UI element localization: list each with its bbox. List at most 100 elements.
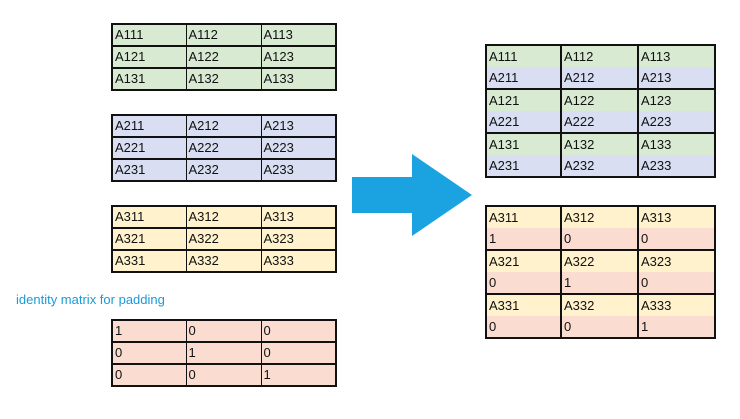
matrix-cell: A233	[260, 158, 337, 182]
combined-cell: A313	[637, 205, 716, 228]
matrix-cell: A313	[260, 205, 337, 229]
matrix-cell: 1	[260, 363, 337, 387]
matrix-cell: A113	[260, 23, 337, 47]
right-arrow-icon	[352, 154, 472, 236]
combined-cell: A112	[560, 44, 639, 67]
matrix-cell: A232	[185, 158, 262, 182]
combined-cell: A312	[560, 205, 639, 228]
combined-cell: A322	[560, 249, 639, 272]
combined-cell: A333	[637, 293, 716, 316]
identity-caption: identity matrix for padding	[16, 292, 165, 307]
combined-cell: 0	[637, 272, 716, 295]
combined-cell: A211	[485, 67, 562, 90]
combined-cell: A123	[637, 88, 716, 111]
matrix-cell: A321	[111, 227, 187, 251]
combined-cell: A111	[485, 44, 562, 67]
matrix-cell: A121	[111, 45, 187, 69]
matrix-cell: A322	[185, 227, 262, 251]
matrix-cell: A323	[260, 227, 337, 251]
combined-cell: A332	[560, 293, 639, 316]
combined-cell: A331	[485, 293, 562, 316]
combined-cell: A131	[485, 132, 562, 155]
matrix-cell: 0	[185, 319, 262, 343]
matrix-cell: A132	[185, 67, 262, 91]
combined-cell: A231	[485, 155, 562, 178]
matrix-cell: A222	[185, 136, 262, 160]
matrix-cell: A133	[260, 67, 337, 91]
combined-cell: 0	[637, 228, 716, 251]
matrix-cell: 0	[111, 363, 187, 387]
matrix-cell: A221	[111, 136, 187, 160]
combined-cell: 0	[560, 316, 639, 339]
matrix-cell: 1	[185, 341, 262, 365]
combined-cell: A113	[637, 44, 716, 67]
matrix-cell: A231	[111, 158, 187, 182]
matrix-cell: A213	[260, 114, 337, 138]
combined-cell: A133	[637, 132, 716, 155]
combined-cell: A221	[485, 111, 562, 134]
matrix-cell: A212	[185, 114, 262, 138]
combined-cell: A233	[637, 155, 716, 178]
combined-cell: A232	[560, 155, 639, 178]
combined-cell: 1	[560, 272, 639, 295]
combined-cell: 1	[485, 228, 562, 251]
combined-cell: A311	[485, 205, 562, 228]
matrix-cell: A331	[111, 249, 187, 273]
matrix-cell: A112	[185, 23, 262, 47]
matrix-cell: A223	[260, 136, 337, 160]
combined-cell: 0	[485, 272, 562, 295]
matrix-cell: 0	[185, 363, 262, 387]
matrix-cell: A311	[111, 205, 187, 229]
combined-cell: A122	[560, 88, 639, 111]
combined-cell: 0	[560, 228, 639, 251]
matrix-cell: A332	[185, 249, 262, 273]
matrix-cell: A312	[185, 205, 262, 229]
matrix-cell: A122	[185, 45, 262, 69]
matrix-cell: 1	[111, 319, 187, 343]
combined-cell: A121	[485, 88, 562, 111]
matrix-cell: A111	[111, 23, 187, 47]
matrix-cell: A333	[260, 249, 337, 273]
matrix-cell: 0	[111, 341, 187, 365]
combined-cell: A323	[637, 249, 716, 272]
combined-cell: A222	[560, 111, 639, 134]
combined-cell: 0	[485, 316, 562, 339]
combined-cell: A213	[637, 67, 716, 90]
arrow-shape	[352, 154, 472, 236]
combined-cell: A212	[560, 67, 639, 90]
combined-cell: 1	[637, 316, 716, 339]
matrix-cell: 0	[260, 319, 337, 343]
matrix-cell: 0	[260, 341, 337, 365]
combined-cell: A321	[485, 249, 562, 272]
matrix-cell: A131	[111, 67, 187, 91]
